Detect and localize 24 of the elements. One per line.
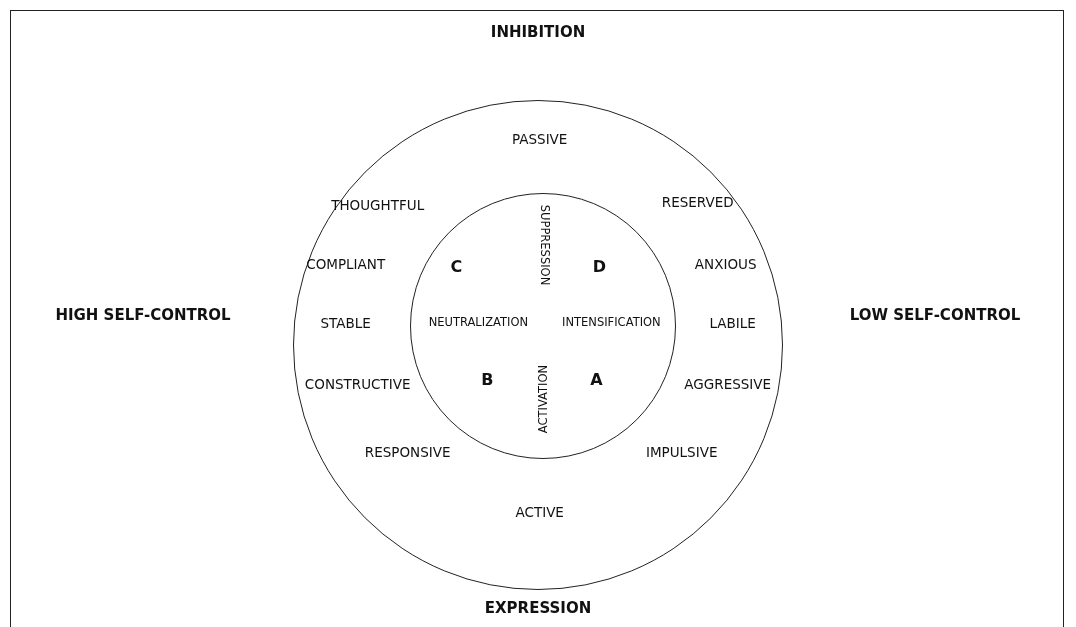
trait-label: ANXIOUS — [694, 257, 757, 272]
trait-label: RESERVED — [661, 195, 734, 210]
trait-label: RESPONSIVE — [364, 445, 451, 460]
trait-label: PASSIVE — [512, 132, 568, 147]
process-label: INTENSIFICATION — [562, 317, 661, 330]
quadrant-letter: A — [590, 372, 603, 389]
trait-label: ACTIVE — [515, 505, 564, 520]
process-label: ACTIVATION — [538, 365, 551, 434]
quadrant-letter: D — [592, 259, 606, 276]
trait-label: THOUGHTFUL — [331, 198, 425, 213]
axis-pole-label: INHIBITION — [490, 24, 586, 40]
process-label: NEUTRALIZATION — [428, 317, 529, 330]
quadrant-letter: C — [450, 259, 463, 276]
axis-pole-label: EXPRESSION — [484, 600, 592, 616]
process-label: SUPPRESSION — [538, 205, 551, 286]
axis-pole-label: LOW SELF-CONTROL — [849, 307, 1021, 323]
trait-label: LABILE — [709, 316, 756, 331]
trait-label: AGGRESSIVE — [684, 377, 772, 392]
trait-label: STABLE — [320, 316, 371, 331]
trait-label: COMPLIANT — [306, 257, 386, 272]
axis-pole-label: HIGH SELF-CONTROL — [55, 307, 231, 323]
trait-label: CONSTRUCTIVE — [304, 377, 411, 392]
quadrant-letter: B — [481, 372, 494, 389]
trait-label: IMPULSIVE — [645, 445, 718, 460]
